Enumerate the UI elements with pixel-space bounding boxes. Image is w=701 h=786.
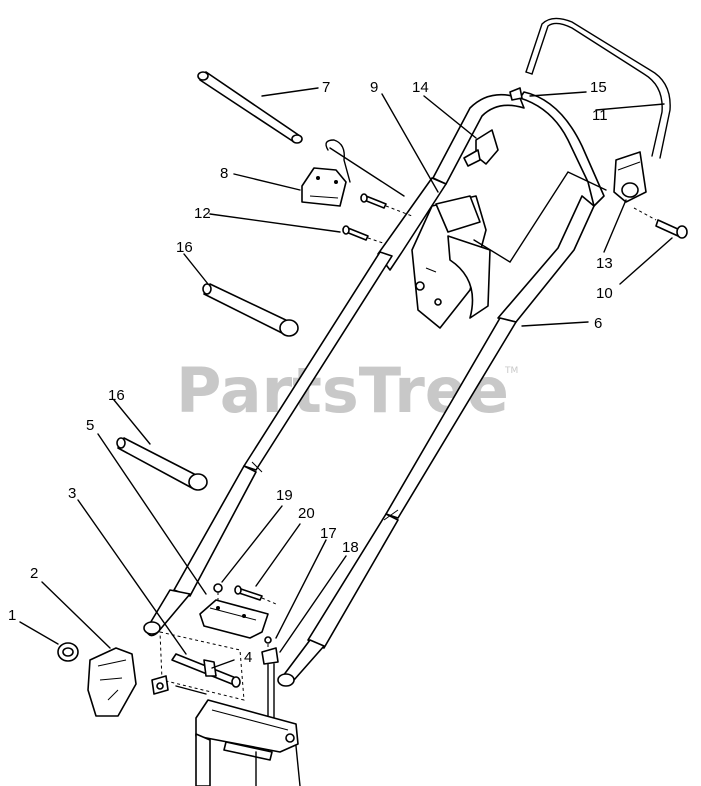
callout-6: 6 (594, 315, 602, 332)
callout-7: 7 (322, 79, 330, 96)
callout-18: 18 (342, 539, 359, 556)
cable-clip (463, 129, 499, 167)
callout-8: 8 (220, 165, 228, 182)
washer (151, 675, 169, 695)
callout-12: 12 (194, 205, 211, 222)
callout-20: 20 (298, 505, 315, 522)
callout-labels: 1 2 3 4 5 6 7 8 9 10 11 12 13 14 15 16 1… (8, 79, 613, 666)
callout-10: 10 (596, 285, 613, 302)
control-cable (473, 171, 607, 263)
housing-2 (87, 647, 137, 717)
callout-11: 11 (592, 107, 608, 124)
deck-base (175, 685, 301, 786)
callout-19: 19 (276, 487, 293, 504)
plate-5 (199, 599, 269, 639)
callout-5: 5 (86, 417, 94, 434)
callout-9: 9 (370, 79, 378, 96)
rod-16-upper (202, 283, 299, 337)
bolt-4 (159, 631, 245, 701)
callout-3: 3 (68, 485, 76, 502)
handle-upper (377, 91, 605, 323)
callout-16-lower: 16 (108, 387, 125, 404)
bail-handle (525, 17, 671, 159)
bolt-12 (342, 225, 387, 245)
callout-13: 13 (596, 255, 613, 272)
callout-14: 14 (412, 79, 429, 96)
screw-17 (264, 636, 272, 652)
callout-1: 1 (8, 607, 16, 624)
leader-lines (19, 87, 673, 669)
control-bracket (411, 195, 491, 329)
knob-1 (57, 642, 79, 662)
bolt-20 (234, 585, 277, 605)
callout-16-upper: 16 (176, 239, 193, 256)
callout-17: 17 (320, 525, 337, 542)
rod-16-lower (116, 437, 208, 491)
handle-left-tube (143, 251, 393, 637)
handle-right-tube (277, 317, 517, 687)
watermark-trademark: TM (504, 366, 518, 376)
nut-15 (509, 87, 523, 101)
screw-10 (633, 207, 688, 239)
callout-15: 15 (590, 79, 607, 96)
rod-7 (197, 71, 303, 144)
screw-19 (213, 583, 223, 604)
retainer-8 (301, 139, 405, 207)
cable-clamp (613, 151, 647, 203)
callout-2: 2 (30, 565, 38, 582)
bolt-upper (360, 193, 413, 217)
callout-4: 4 (244, 649, 252, 666)
